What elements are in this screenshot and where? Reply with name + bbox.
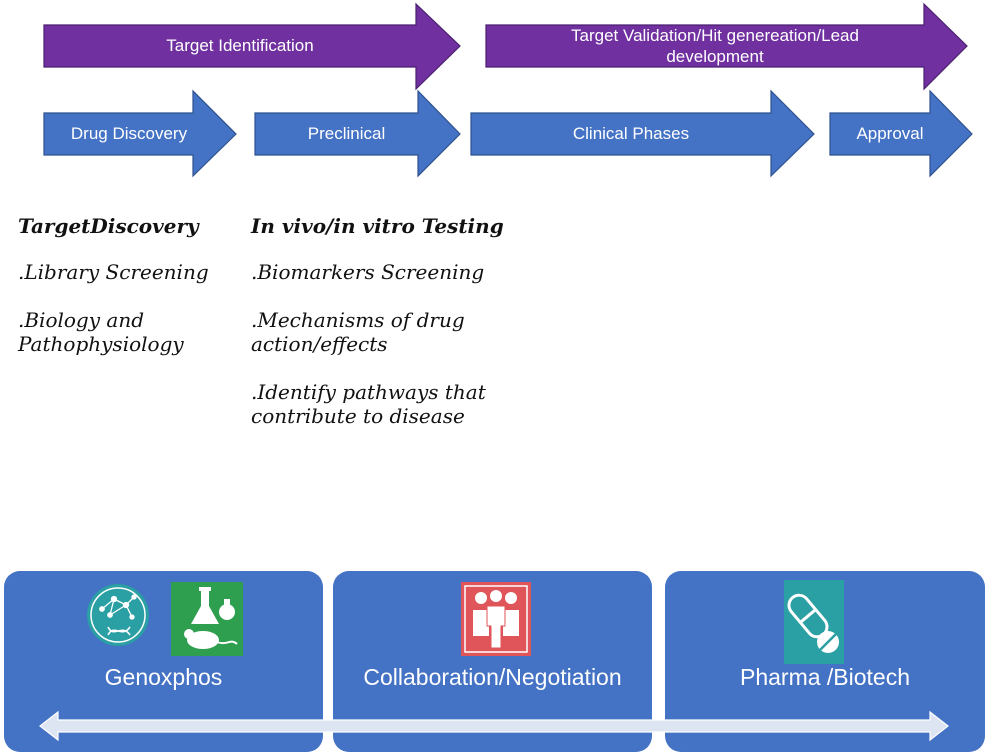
discovery-notes: TargetDiscovery .Library Screening .Biol… xyxy=(18,214,233,380)
discovery-item: .Biology and Pathophysiology xyxy=(18,308,184,356)
double-headed-arrow-top xyxy=(39,710,949,742)
discovery-item: .Library Screening xyxy=(18,260,209,284)
team-people-icon xyxy=(461,582,531,656)
stage-approval: Approval xyxy=(856,124,924,144)
panel-label-pharma: Pharma /Biotech xyxy=(739,664,911,690)
preclinical-arrow xyxy=(254,89,461,178)
target-identification-arrow xyxy=(43,2,461,91)
lab-mouse-icon xyxy=(171,582,243,656)
target-validation-label: Target Validation/Hit genereation/Lead d… xyxy=(571,25,859,66)
approval-arrow xyxy=(829,89,973,178)
stage-drug-discovery: Drug Discovery xyxy=(70,124,188,144)
pill-icon xyxy=(784,580,844,664)
preclinical-item: .Identify pathways that contribute to di… xyxy=(251,380,486,428)
target-identification-label: Target Identification xyxy=(166,36,314,56)
stage-preclinical: Preclinical xyxy=(307,124,386,144)
preclinical-heading: In vivo/in vitro Testing xyxy=(251,214,504,238)
preclinical-item: .Mechanisms of drug action/effects xyxy=(251,308,465,356)
discovery-heading: TargetDiscovery xyxy=(18,214,199,238)
dna-network-icon xyxy=(87,584,149,646)
preclinical-notes: In vivo/in vitro Testing .Biomarkers Scr… xyxy=(251,214,541,452)
stage-clinical-phases: Clinical Phases xyxy=(572,124,690,144)
panel-label-genoxphos: Genoxphos xyxy=(104,664,223,690)
preclinical-item: .Biomarkers Screening xyxy=(251,260,485,284)
panel-label-collaboration: Collaboration/Negotiation xyxy=(363,664,622,690)
clinical-phases-arrow xyxy=(470,89,815,178)
target-validation-arrow xyxy=(485,2,968,91)
drug-discovery-arrow xyxy=(43,89,237,178)
